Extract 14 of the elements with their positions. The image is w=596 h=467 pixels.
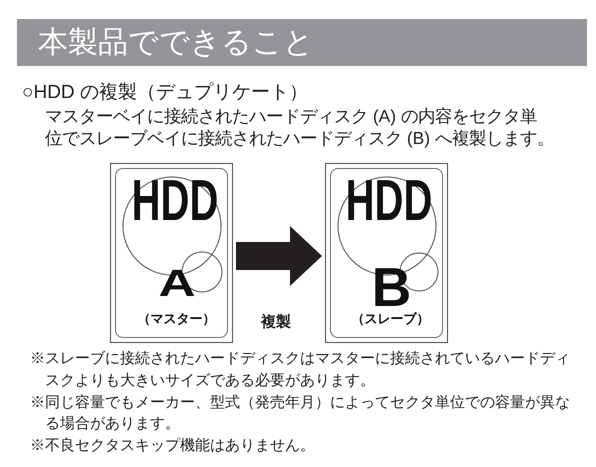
role-label: （マスター） [138, 310, 216, 326]
section-heading: ○HDD の複製（デュプリケート） [22, 80, 308, 104]
drive-label: HDD [345, 178, 432, 224]
note: ※不良セクタスキップ機能はありません。 [30, 436, 316, 456]
title: 本製品でできること [38, 27, 314, 59]
note: ※同じ容量でもメーカー、型式（発売年月）によってセクタ単位での容量が異なる場合があります。 [30, 392, 571, 434]
drive-letter: A [158, 268, 196, 298]
edge-label: 複製 [259, 314, 293, 330]
drive-label: HDD [131, 178, 218, 224]
paragraph: マスターベイに接続されたハードディスク (A) の内容をセクタ単位でスレーブベイに接続されたハードディスク (B) へ複製します。 [45, 105, 555, 149]
drive-letter: B [372, 264, 412, 308]
arrow [236, 226, 322, 286]
role-label: （スレーブ） [352, 310, 430, 326]
note: ※スレーブに接続されたハードディスクはマスターに接続されているハードディスクよりも大きいサイズである必要があります。 [30, 349, 571, 391]
